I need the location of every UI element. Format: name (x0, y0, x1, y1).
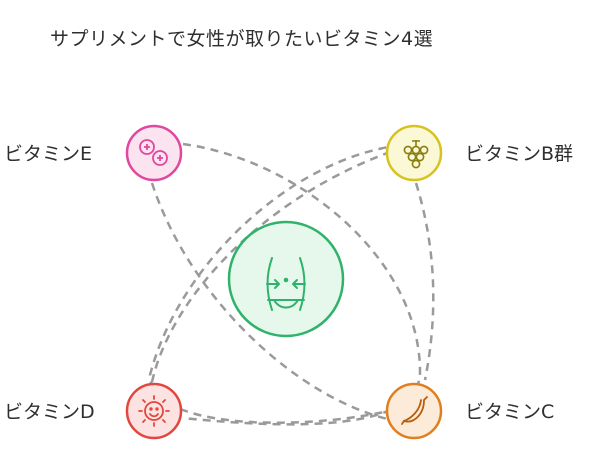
diagram-title: サプリメントで女性が取りたいビタミン4選 (50, 28, 434, 50)
connector-b-e-c (148, 142, 415, 424)
connector-d-up (150, 150, 391, 383)
node-vitamin-e (125, 124, 183, 182)
banana-icon (401, 396, 428, 425)
waist-slim-icon (266, 257, 306, 311)
sun-icon (138, 395, 170, 427)
cells-icon (139, 139, 168, 166)
connector-e-left (150, 182, 393, 422)
label-vitamin-e: ビタミンE (4, 143, 93, 165)
node-vitamin-b (385, 124, 443, 182)
label-vitamin-c: ビタミンC (465, 401, 555, 423)
connector-b-right (414, 182, 435, 381)
node-vitamin-c (385, 382, 443, 440)
raspberry-icon (403, 140, 429, 169)
label-vitamin-b: ビタミンB群 (465, 143, 574, 165)
node-vitamin-d (125, 382, 183, 440)
connector-e-b-d (182, 142, 422, 426)
connector-lines (148, 142, 435, 426)
center-node (227, 220, 345, 338)
label-vitamin-d: ビタミンD (4, 401, 95, 423)
